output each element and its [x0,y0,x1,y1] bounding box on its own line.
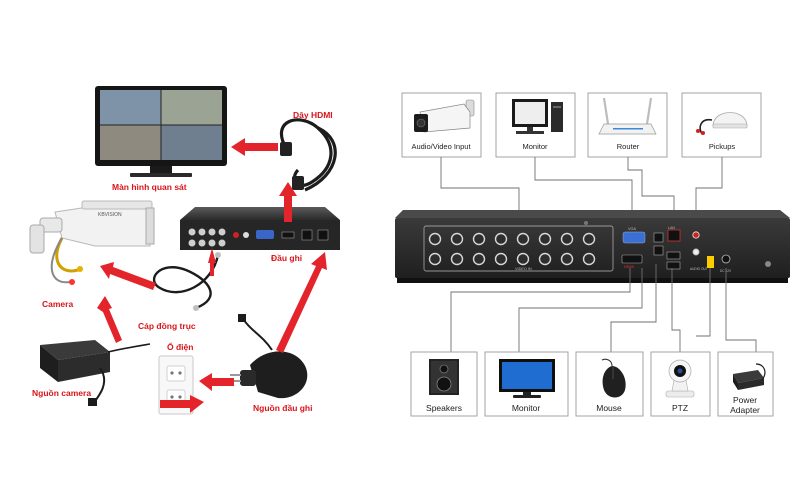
outlet-label: Ổ điện [167,341,193,352]
camera-label: Camera [42,299,73,309]
arrow-adapter-to-camera [97,296,122,343]
caption-av-input: Audio/Video Input [411,142,471,151]
arrow-dvr-adapter-to-outlet [199,373,234,391]
arrow-dvr-to-hdmi [279,182,297,222]
bottom-device-boxes [410,351,774,417]
camera-power-adapter [40,340,151,406]
coax-cable [153,252,221,311]
power-adapter-icon [733,363,766,390]
top-wires [440,157,723,226]
mouse-icon [601,358,626,398]
hdmi-cable [279,118,337,192]
dc-port [721,254,731,264]
dvr-left [180,207,340,250]
arrow-coax-to-dvr [208,248,216,276]
red-arrows [97,138,327,413]
caption-router: Router [617,142,640,151]
monitor-label: Màn hình quan sát [112,182,187,192]
caption-monitor-top: Monitor [522,142,548,151]
dvr-label: Đầu ghi [271,253,302,263]
ptz-camera-icon [665,359,695,398]
dvr-power-label: Nguồn đầu ghi [253,403,313,413]
monitor-top-icon [512,99,563,134]
caption-monitor-bottom: Monitor [512,403,541,413]
monitor-device [95,86,227,177]
av-input-camera-icon [414,99,475,133]
dvr-rear-panel: VIDEO IN VGA HDMI LAN AUDIO OUT DC 12V [395,210,790,283]
caption-power-line1: Power [733,395,757,405]
bullet-camera: KBVISION [29,200,155,285]
panel-video-in: VIDEO IN [515,267,532,271]
hdmi-port [621,254,643,264]
panel-lan: LAN [668,226,675,230]
panel-vga: VGA [628,227,636,231]
bnc-ports [428,232,596,266]
speaker-icon [429,359,459,395]
panel-hdmi: HDMI [624,265,634,269]
panel-audio-out: AUDIO OUT [690,267,708,271]
arrow-hdmi-to-monitor [231,138,278,156]
arrow-coax-to-camera [100,262,156,290]
arrow-adapter-to-outlet [160,395,204,413]
caption-pickups: Pickups [709,142,736,151]
router-icon [598,97,657,135]
camera-power-label: Nguồn camera [32,388,91,398]
monitor-bottom-icon [499,359,555,398]
pickup-microphone-icon [696,112,748,135]
coax-label: Cáp đồng trục [138,321,196,331]
lan-port [667,229,681,242]
camera-brand: KBVISION [98,212,122,218]
hdmi-label: Dây HDMI [293,110,333,120]
caption-ptz: PTZ [672,403,688,413]
bottom-wires [450,264,757,352]
vga-port [622,231,646,244]
caption-power-line2: Adapter [730,405,760,415]
caption-mouse: Mouse [596,403,622,413]
dvr-power-adapter [230,314,308,399]
arrow-adapter-to-dvr [276,252,327,353]
caption-speakers: Speakers [426,403,462,413]
